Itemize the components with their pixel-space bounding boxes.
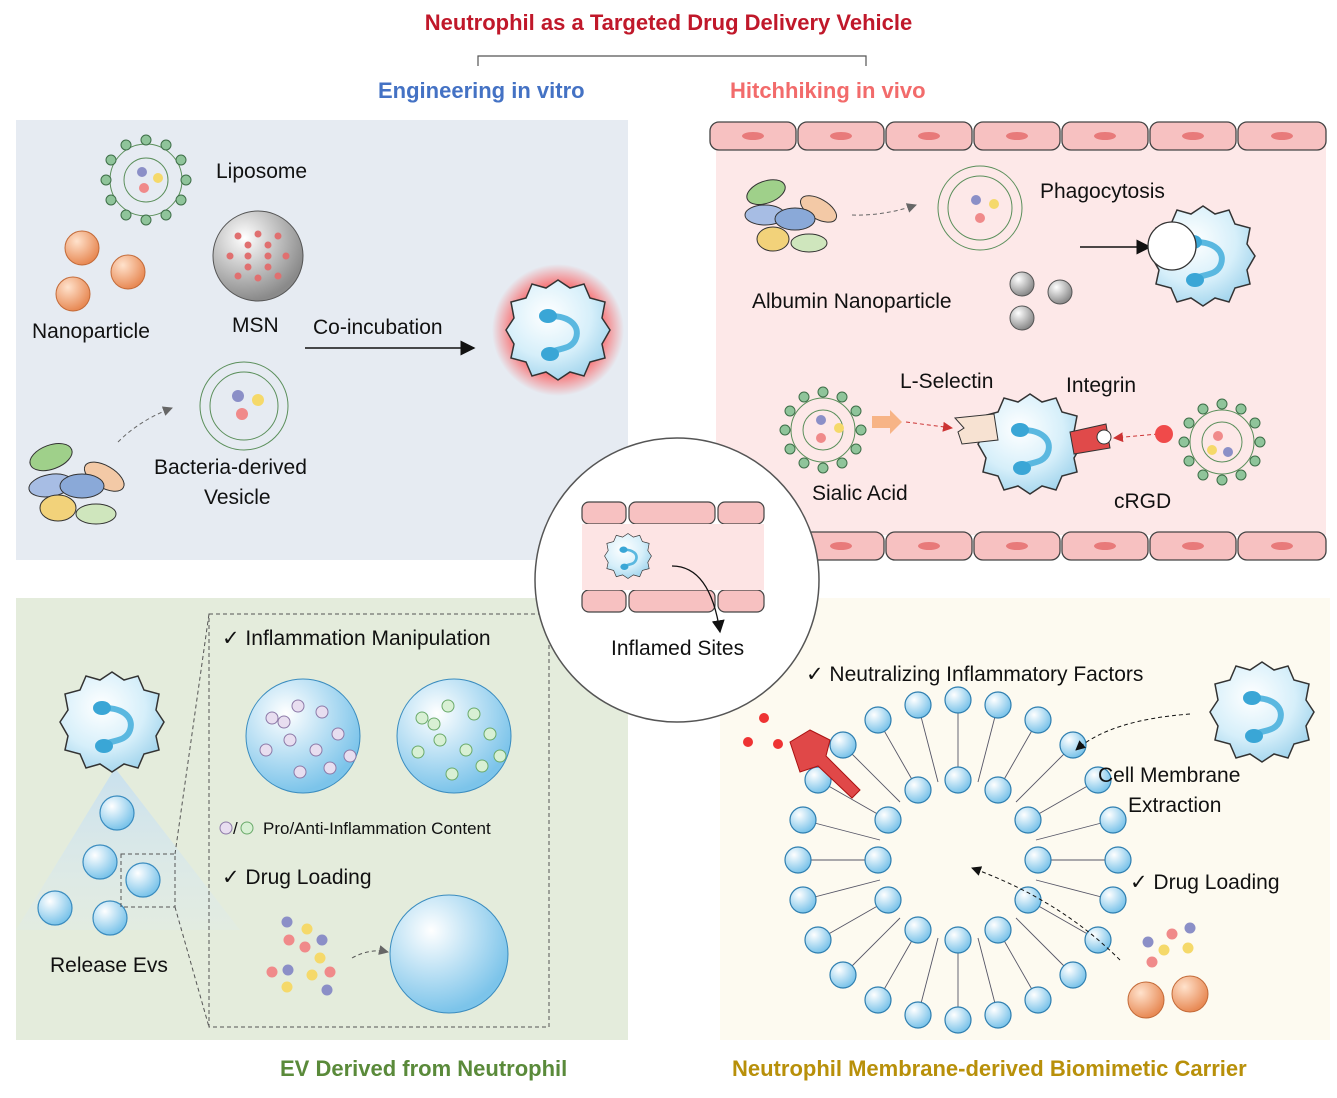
membrane-title: Neutrophil Membrane-derived Biomimetic C… <box>732 1056 1247 1081</box>
albumin-label: Albumin Nanoparticle <box>752 290 952 313</box>
inflamed-label: Inflamed Sites <box>611 637 745 660</box>
ev-drug-label: ✓ Drug Loading <box>222 866 372 889</box>
msn-label: MSN <box>232 314 279 337</box>
inflammation-label: ✓ Inflammation Manipulation <box>222 627 491 650</box>
sialic-label: Sialic Acid <box>812 482 908 505</box>
content-sep: / <box>233 819 238 838</box>
lselectin-label: L-Selectin <box>900 370 994 393</box>
phagocytosis-label: Phagocytosis <box>1040 180 1165 203</box>
engineering-title: Engineering in vitro <box>378 78 585 103</box>
liposome-label: Liposome <box>216 160 308 183</box>
ev-title: EV Derived from Neutrophil <box>280 1056 568 1081</box>
bacteria-label-1: Bacteria-derived <box>154 456 307 479</box>
bacteria-label-2: Vesicle <box>204 486 271 509</box>
extraction-label-2: Extraction <box>1128 794 1222 817</box>
integrin-label: Integrin <box>1066 374 1137 397</box>
hitchhiking-title: Hitchhiking in vivo <box>730 78 926 103</box>
release-label: Release Evs <box>50 954 168 977</box>
membrane-drug-label: ✓ Drug Loading <box>1130 871 1280 894</box>
nanoparticle-label: Nanoparticle <box>32 320 150 343</box>
extraction-label-1: Cell Membrane <box>1098 764 1241 787</box>
crgd-label: cRGD <box>1114 490 1172 513</box>
coincubation-label: Co-incubation <box>313 316 443 339</box>
neutralizing-label: ✓ Neutralizing Inflammatory Factors <box>806 663 1144 686</box>
page-title: Neutrophil as a Targeted Drug Delivery V… <box>424 10 913 35</box>
content-label: Pro/Anti-Inflammation Content <box>263 819 491 838</box>
